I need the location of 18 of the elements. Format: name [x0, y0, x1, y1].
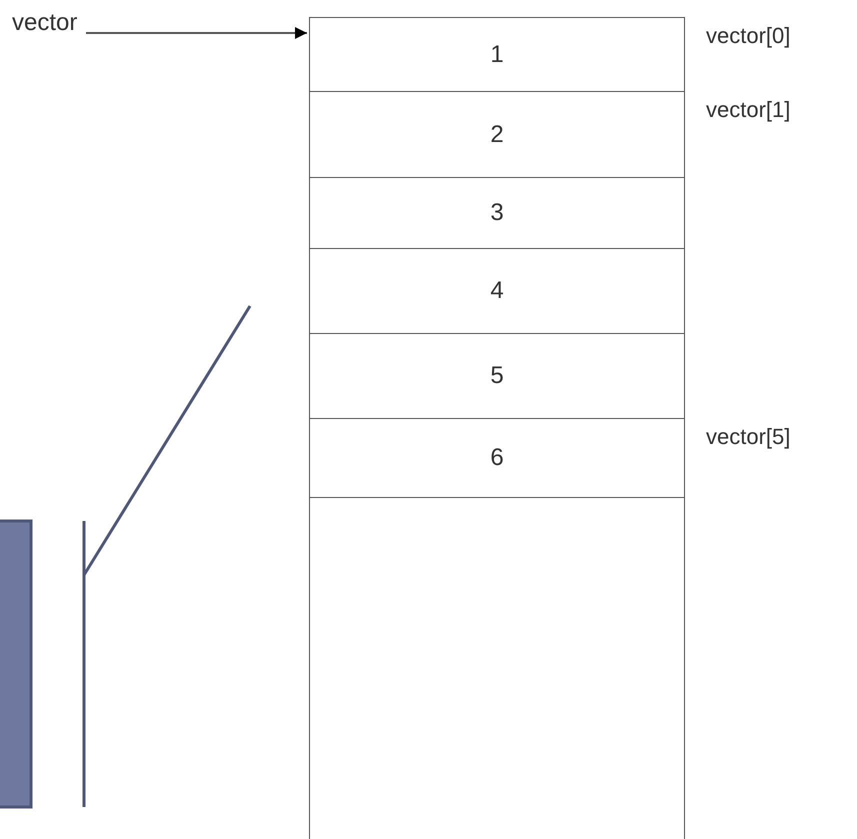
- cell-value: 5: [490, 362, 504, 390]
- array-cell: [309, 17, 685, 92]
- cell-value: 6: [490, 444, 504, 472]
- array-cell: [309, 418, 685, 498]
- index-label: vector[0]: [706, 23, 790, 49]
- cell-value: 2: [490, 120, 504, 148]
- cell-value: 1: [490, 40, 504, 68]
- index-label: vector[5]: [706, 424, 790, 450]
- index-label: vector[1]: [706, 97, 790, 123]
- pointer-label: vector: [12, 6, 86, 40]
- cell-value: 4: [490, 277, 504, 305]
- cell-value: 3: [490, 199, 504, 227]
- empty-cell: [309, 497, 685, 839]
- array-cell: [309, 248, 685, 334]
- array-cell: [309, 91, 685, 178]
- array-cell: [309, 177, 685, 249]
- array-cell: [309, 333, 685, 419]
- arrow: [86, 27, 307, 39]
